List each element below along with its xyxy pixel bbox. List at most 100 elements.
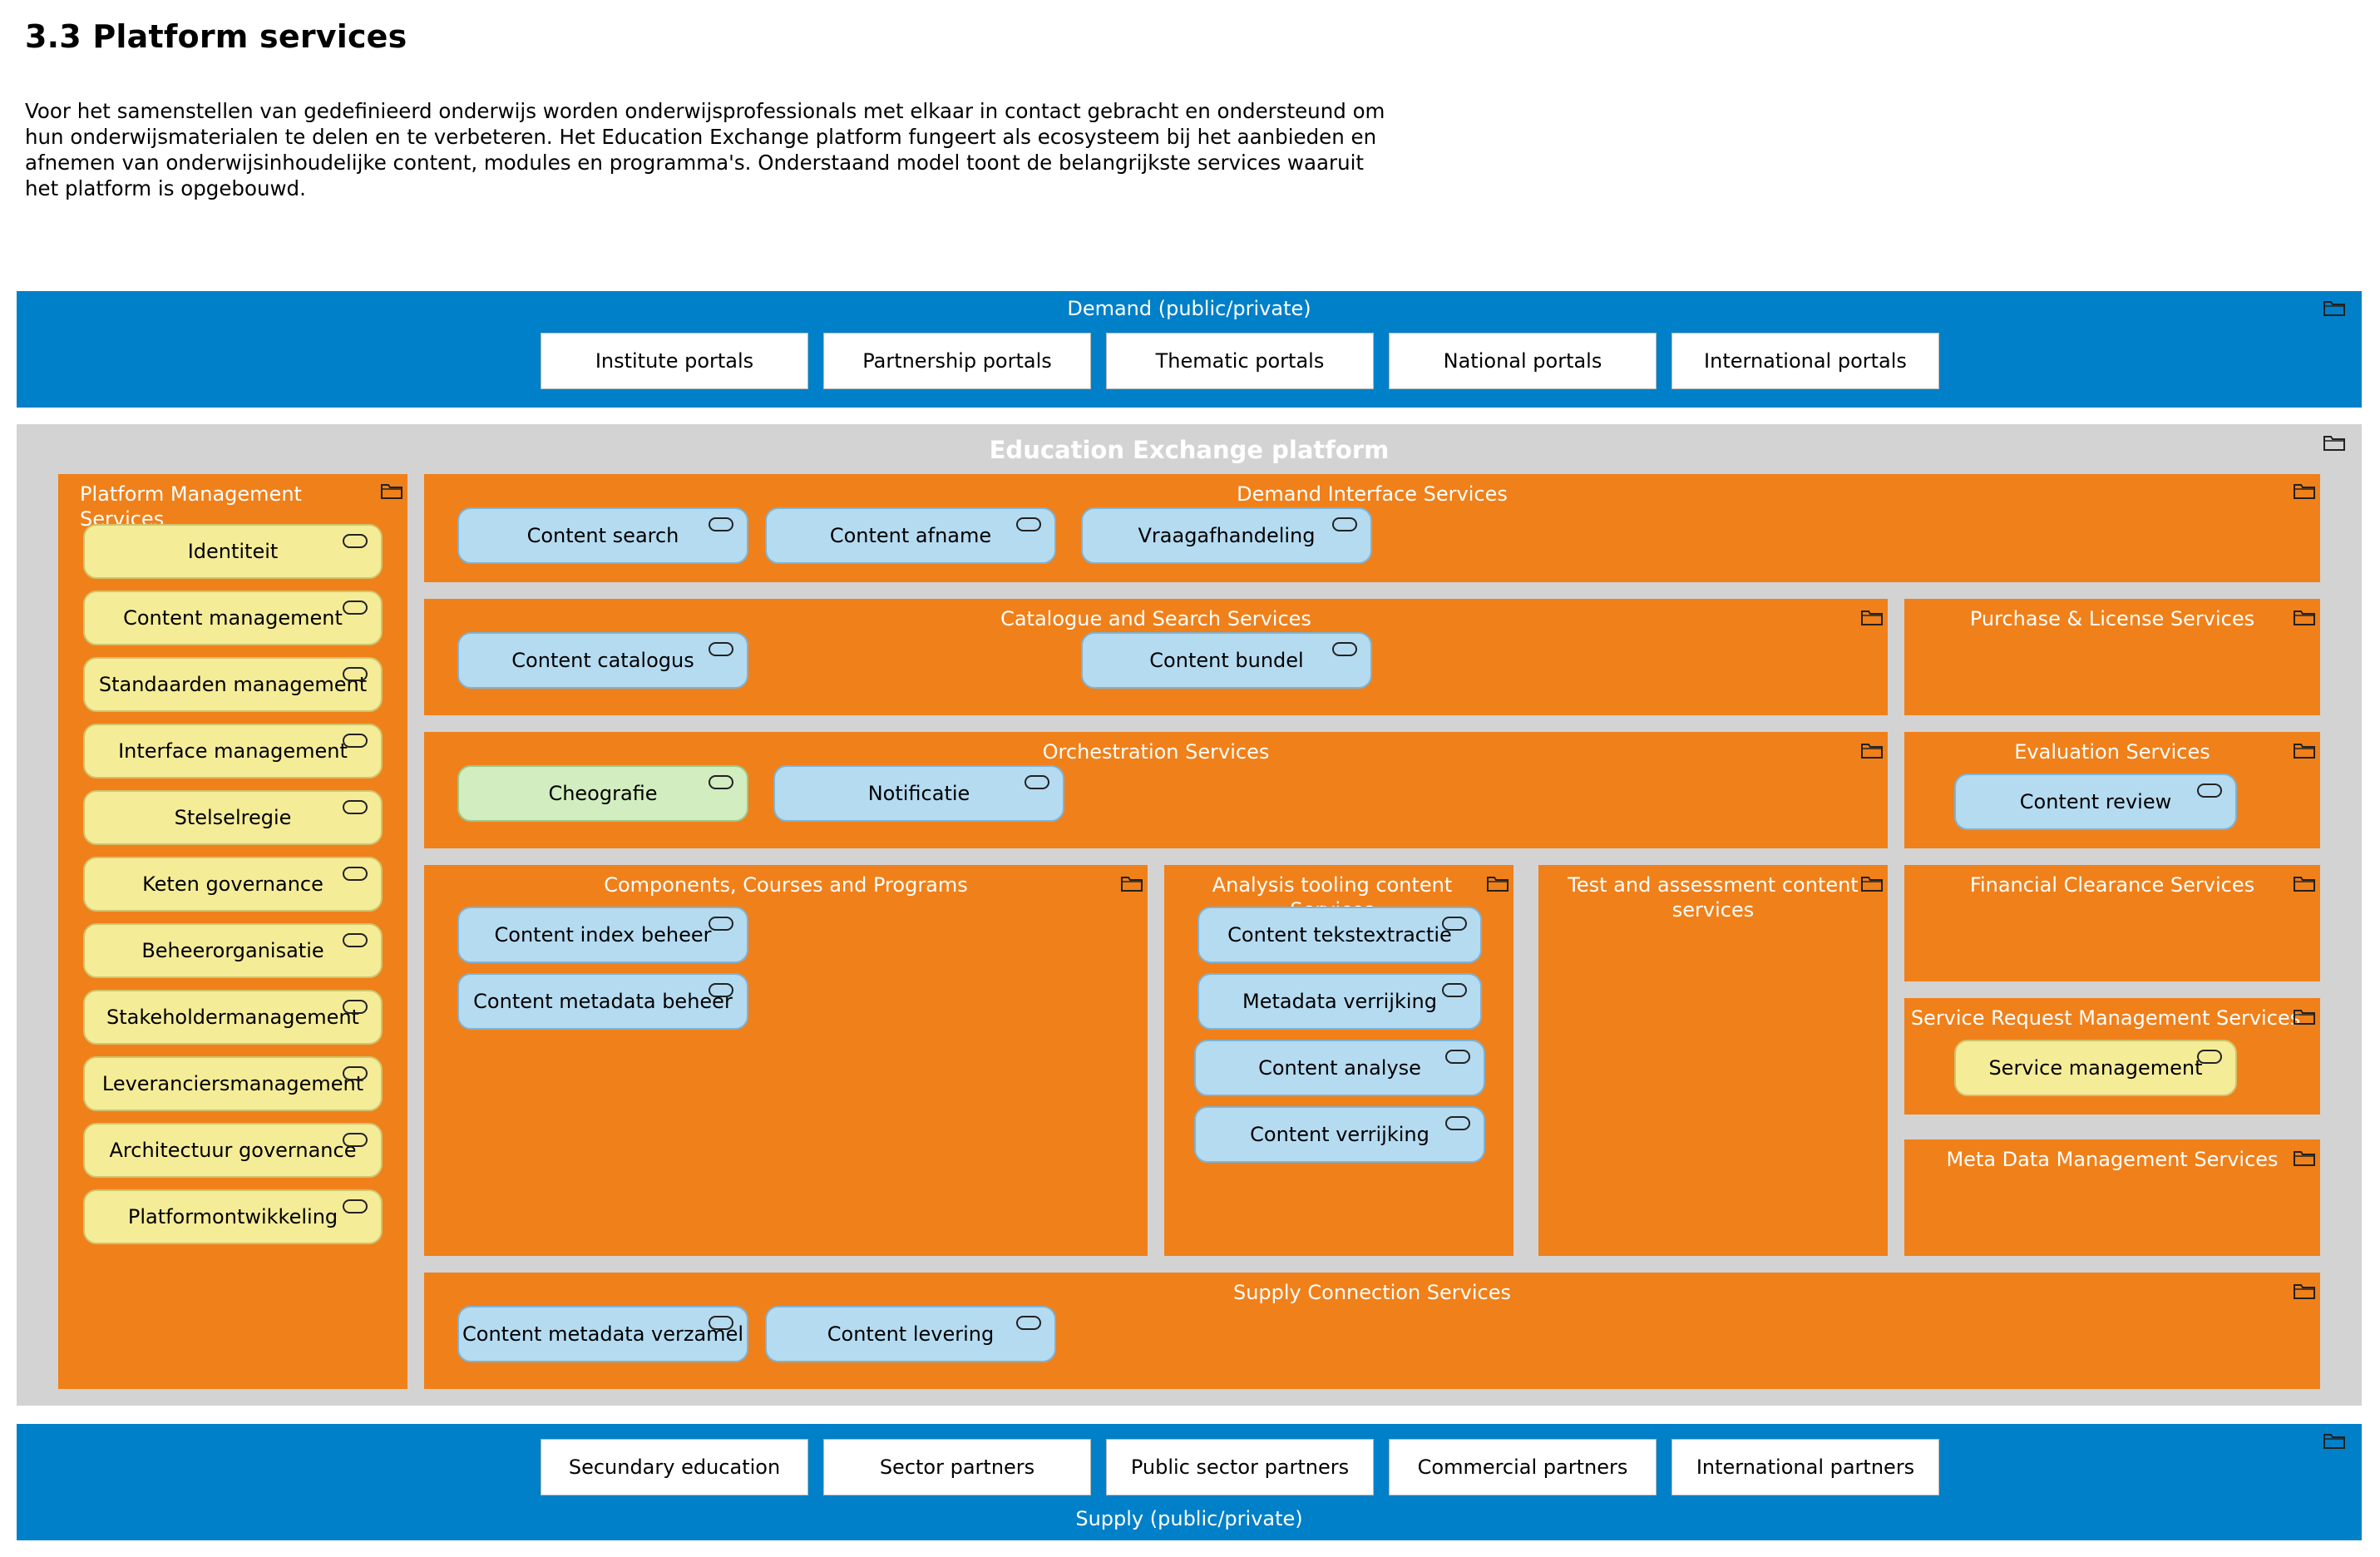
demand-item-partnership-portals[interactable]: Partnership portals (823, 333, 1091, 389)
demand-item-institute-portals[interactable]: Institute portals (541, 333, 808, 389)
service-content-metadata-beheer[interactable]: Content metadata beheer (457, 973, 748, 1030)
intro-paragraph: Voor het samenstellen van gedefinieerd o… (25, 99, 1385, 200)
group-purchase-license-services[interactable]: Purchase & License Services (1904, 599, 2320, 715)
group-financial-clearance-services[interactable]: Financial Clearance Services (1904, 865, 2320, 981)
service-content-metadata-verzamel[interactable]: Content metadata verzamel (457, 1306, 748, 1362)
group-title: Components, Courses and Programs (604, 873, 968, 897)
group-evaluation-services[interactable]: Evaluation Services Content review (1904, 732, 2320, 848)
folder-icon (2294, 744, 2315, 759)
folder-icon (1861, 877, 1883, 892)
group-service-request-management-services[interactable]: Service Request Management Services Serv… (1904, 998, 2320, 1115)
group-title: Purchase & License Services (1969, 607, 2255, 630)
service-metadata-verrijking[interactable]: Metadata verrijking (1197, 973, 1482, 1030)
demand-item-national-portals[interactable]: National portals (1389, 333, 1657, 389)
platform-title: Education Exchange platform (989, 436, 1390, 464)
service-icon (709, 1316, 733, 1330)
group-platform-management-services[interactable]: Platform Management Services Identiteit … (58, 474, 407, 1389)
service-beheerorganisatie[interactable]: Beheerorganisatie (83, 923, 383, 978)
service-content-verrijking[interactable]: Content verrijking (1194, 1106, 1485, 1163)
education-exchange-platform[interactable]: Education Exchange platform Platform Man… (17, 424, 2362, 1406)
group-title: Evaluation Services (2014, 740, 2210, 764)
supply-layer-title: Supply (public/private) (1075, 1507, 1303, 1530)
service-icon (709, 983, 733, 997)
service-icon (343, 1066, 368, 1080)
service-platformontwikkeling[interactable]: Platformontwikkeling (83, 1189, 383, 1244)
supply-layer[interactable]: Secundary education Sector partners Publ… (17, 1424, 2362, 1540)
service-icon (343, 667, 368, 681)
service-identiteit[interactable]: Identiteit (83, 524, 383, 579)
group-title: Demand Interface Services (1237, 482, 1508, 506)
service-content-bundel[interactable]: Content bundel (1081, 632, 1372, 689)
service-icon (343, 1133, 368, 1147)
folder-icon (2294, 610, 2315, 625)
service-icon (2197, 1050, 2222, 1064)
service-vraagafhandeling[interactable]: Vraagafhandeling (1081, 507, 1372, 564)
group-title: Orchestration Services (1042, 740, 1270, 764)
service-content-review[interactable]: Content review (1954, 774, 2237, 830)
service-content-tekstextractie[interactable]: Content tekstextractie (1197, 907, 1482, 963)
supply-item-secundary-education[interactable]: Secundary education (541, 1439, 808, 1495)
group-title: Meta Data Management Services (1946, 1148, 2279, 1171)
service-icon (1025, 775, 1049, 789)
group-title: Service Request Management Services (1910, 1006, 2301, 1030)
group-orchestration-services[interactable]: Orchestration Services Cheografie Notifi… (424, 732, 1888, 848)
group-demand-interface-services[interactable]: Demand Interface Services Content search… (424, 474, 2320, 582)
service-icon (2197, 783, 2222, 798)
group-title: Financial Clearance Services (1969, 873, 2255, 897)
folder-icon (2294, 877, 2315, 892)
group-catalogue-and-search-services[interactable]: Catalogue and Search Services Content ca… (424, 599, 1888, 715)
service-keten-governance[interactable]: Keten governance (83, 857, 383, 912)
service-content-search[interactable]: Content search (457, 507, 748, 564)
folder-icon (1861, 610, 1883, 625)
group-title: Test and assessment content services (1568, 873, 1859, 922)
supply-item-international-partners[interactable]: International partners (1671, 1439, 1939, 1495)
service-notificatie[interactable]: Notificatie (773, 765, 1064, 822)
service-icon (343, 933, 368, 947)
folder-icon (381, 484, 402, 499)
service-icon (709, 642, 733, 656)
service-content-index-beheer[interactable]: Content index beheer (457, 907, 748, 963)
service-architectuur-governance[interactable]: Architectuur governance (83, 1123, 383, 1178)
service-stakeholdermanagement[interactable]: Stakeholdermanagement (83, 990, 383, 1045)
folder-icon (2323, 1434, 2345, 1449)
folder-icon (2294, 484, 2315, 499)
service-icon (709, 517, 733, 531)
service-cheografie[interactable]: Cheografie (457, 765, 748, 822)
service-service-management[interactable]: Service management (1954, 1040, 2237, 1096)
service-content-analyse[interactable]: Content analyse (1194, 1040, 1485, 1096)
folder-icon (2294, 1284, 2315, 1299)
service-content-management[interactable]: Content management (83, 591, 383, 645)
service-content-afname[interactable]: Content afname (765, 507, 1056, 564)
service-content-levering[interactable]: Content levering (765, 1306, 1056, 1362)
service-icon (1332, 642, 1357, 656)
demand-item-international-portals[interactable]: International portals (1671, 333, 1939, 389)
group-analysis-tooling-content-services[interactable]: Analysis tooling content Services Conten… (1164, 865, 1513, 1256)
supply-item-public-sector-partners[interactable]: Public sector partners (1106, 1439, 1374, 1495)
service-icon (1442, 917, 1467, 931)
service-icon (709, 775, 733, 789)
service-icon (1445, 1050, 1470, 1064)
service-content-catalogus[interactable]: Content catalogus (457, 632, 748, 689)
folder-icon (2294, 1151, 2315, 1166)
group-supply-connection-services[interactable]: Supply Connection Services Content metad… (424, 1273, 2320, 1389)
service-icon (343, 1000, 368, 1014)
service-icon (1332, 517, 1357, 531)
service-standaarden-management[interactable]: Standaarden management (83, 657, 383, 712)
demand-item-thematic-portals[interactable]: Thematic portals (1106, 333, 1374, 389)
service-icon (1442, 983, 1467, 997)
demand-layer[interactable]: Demand (public/private) Institute portal… (17, 291, 2362, 408)
group-test-and-assessment-content-services[interactable]: Test and assessment content services (1538, 865, 1888, 1256)
group-components-courses-programs[interactable]: Components, Courses and Programs Content… (424, 865, 1148, 1256)
supply-item-sector-partners[interactable]: Sector partners (823, 1439, 1091, 1495)
service-leveranciersmanagement[interactable]: Leveranciersmanagement (83, 1056, 383, 1111)
group-meta-data-management-services[interactable]: Meta Data Management Services (1904, 1139, 2320, 1256)
folder-icon (2323, 436, 2345, 451)
service-icon (1445, 1116, 1470, 1130)
service-icon (343, 534, 368, 548)
service-stelselregie[interactable]: Stelselregie (83, 790, 383, 845)
service-interface-management[interactable]: Interface management (83, 724, 383, 778)
folder-icon (2294, 1010, 2315, 1025)
supply-item-commercial-partners[interactable]: Commercial partners (1389, 1439, 1657, 1495)
service-icon (709, 917, 733, 931)
group-title: Catalogue and Search Services (1000, 607, 1311, 630)
